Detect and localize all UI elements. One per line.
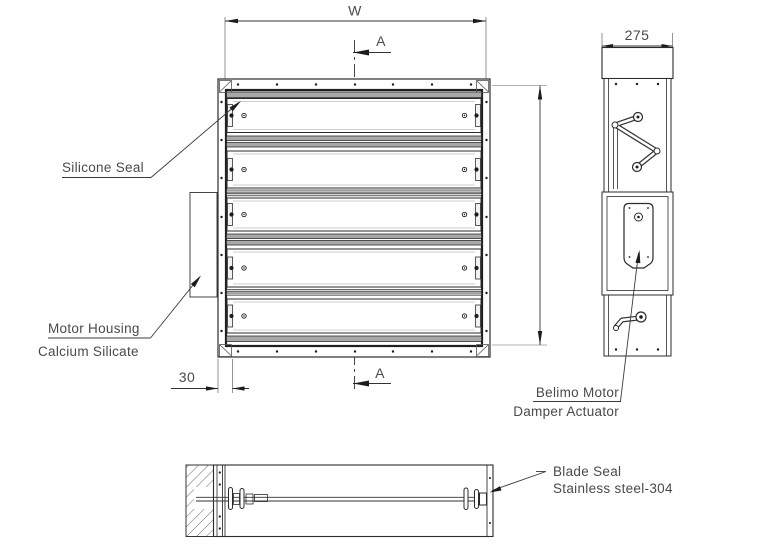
blade-seal-material-label: Stainless steel-304: [553, 481, 673, 496]
blade-seal-channels: [226, 91, 482, 342]
side-upper-panel: [603, 78, 672, 193]
side-view: 275: [601, 27, 674, 357]
belimo-motor-label: Belimo Motor: [536, 385, 619, 400]
motor-housing-box: [189, 192, 218, 298]
width-dim-label: W: [348, 3, 362, 19]
section-marker-top-label: A: [376, 33, 386, 49]
silicone-seal-label: Silicone Seal: [62, 160, 144, 175]
damper-blade-1: [226, 98, 482, 133]
callout-silicone-seal: Silicone Seal: [62, 101, 241, 178]
callout-blade-seal: Blade Seal Stainless steel-304: [489, 464, 673, 496]
side-top-flange: [601, 46, 674, 80]
damper-blade-5: [226, 298, 482, 334]
blade-seal-label: Blade Seal: [553, 464, 621, 479]
motor-housing-label: Motor Housing: [48, 321, 140, 336]
side-lower-panel: [603, 294, 672, 357]
width-dimension: W: [224, 3, 487, 79]
calcium-silicate-label: Calcium Silicate: [38, 344, 139, 359]
damper-blade-4: [226, 248, 482, 288]
side-depth-dim-label: 275: [625, 27, 650, 43]
section-marker-top: A: [353, 33, 391, 56]
blade-linkage-mechanism: [611, 111, 661, 173]
front-view: [189, 40, 491, 392]
frame-rivets: [220, 83, 488, 353]
shaft-couplings-right: [463, 487, 487, 510]
front-view-dimensions: W A A 30: [171, 3, 547, 393]
section-marker-bottom: A: [353, 365, 391, 387]
belimo-actuator-body: [623, 202, 654, 269]
damper-actuator-label: Damper Actuator: [513, 404, 619, 419]
damper-blade-2: [226, 150, 482, 189]
blade-seal-tip: [479, 492, 487, 506]
damper-blade-3: [226, 197, 482, 232]
callout-motor-housing: Motor Housing Calcium Silicate: [38, 275, 201, 359]
section-right-frame-wall: [486, 465, 491, 537]
frame-corner-gussets: [219, 80, 489, 357]
frame-depth-dim-label: 30: [179, 369, 196, 385]
callout-belimo-motor: Belimo Motor Damper Actuator: [513, 250, 641, 419]
frame-depth-dimension: 30: [171, 359, 249, 393]
height-dimension: [492, 85, 547, 346]
shaft-couplings-left: [228, 487, 268, 510]
section-view: [185, 464, 494, 538]
side-depth-dimension: 275: [601, 27, 673, 48]
side-motor-section: [601, 191, 674, 296]
section-marker-bottom-label: A: [375, 365, 385, 381]
